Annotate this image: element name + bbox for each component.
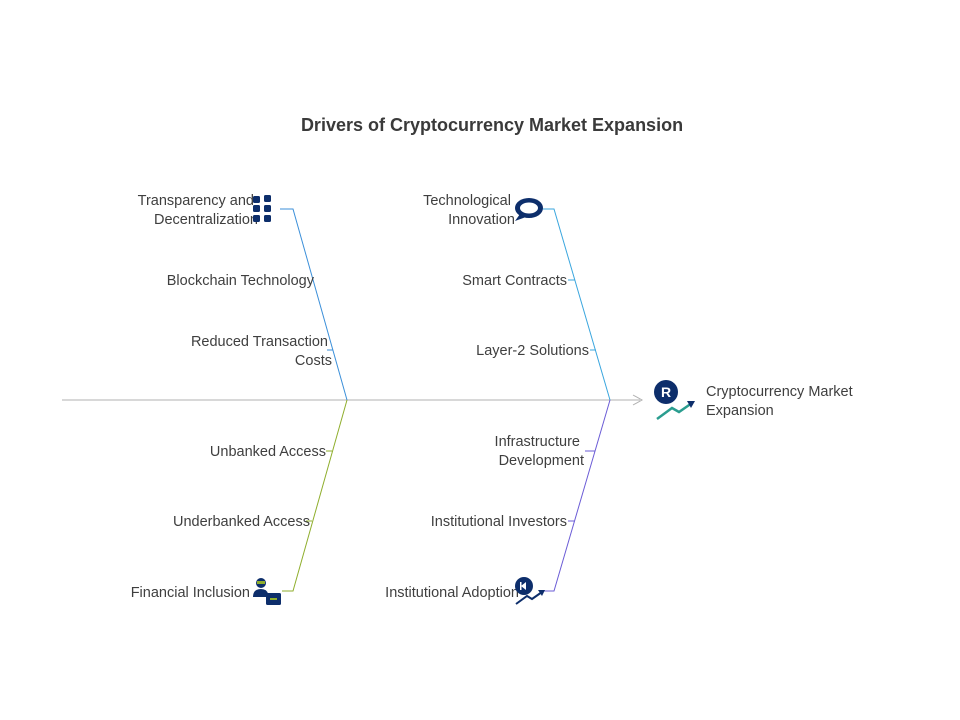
bone-transparency-line <box>280 208 348 401</box>
diagram-title: Drivers of Cryptocurrency Market Expansi… <box>301 115 683 135</box>
bone-institutional-line <box>543 399 611 592</box>
bone-technological-line <box>543 208 611 401</box>
cause-layer2-label: Layer-2 Solutions <box>476 343 589 359</box>
cause-unbanked-label: Unbanked Access <box>210 444 326 460</box>
category-technological-label: Technological Innovation <box>423 193 515 228</box>
svg-text:R: R <box>661 384 671 400</box>
crypto-chart-icon <box>515 577 545 605</box>
effect-node: R Cryptocurrency Market Expansion <box>654 380 857 421</box>
cause-infrastructure-label: Infrastructure Development <box>495 434 584 469</box>
category-financial-label: Financial Inclusion <box>131 585 250 601</box>
bone-financial-line <box>282 399 348 592</box>
spine-arrowhead <box>632 394 644 406</box>
bone-institutional: Infrastructure Development Institutional… <box>385 399 611 605</box>
cause-investors-label: Institutional Investors <box>431 514 567 530</box>
person-card-icon <box>253 578 281 605</box>
cause-underbanked-label: Underbanked Access <box>173 514 310 530</box>
bone-financial: Unbanked Access Underbanked Access Finan… <box>131 399 348 605</box>
crypto-growth-icon: R <box>654 380 695 421</box>
bone-transparency: Transparency and Decentralization Blockc… <box>138 193 348 401</box>
cause-reduced-costs-label: Reduced Transaction Costs <box>191 334 332 369</box>
cause-blockchain-label: Blockchain Technology <box>167 273 315 289</box>
grid-blocks-icon <box>253 195 271 222</box>
category-institutional-label: Institutional Adoption <box>385 585 519 601</box>
category-transparency-label: Transparency and Decentralization <box>138 193 258 228</box>
cause-smart-contracts-label: Smart Contracts <box>462 273 567 289</box>
bone-technological: Technological Innovation Smart Contracts… <box>423 193 611 401</box>
speech-bubble-icon <box>515 198 543 221</box>
effect-label: Cryptocurrency Market Expansion <box>706 384 857 419</box>
